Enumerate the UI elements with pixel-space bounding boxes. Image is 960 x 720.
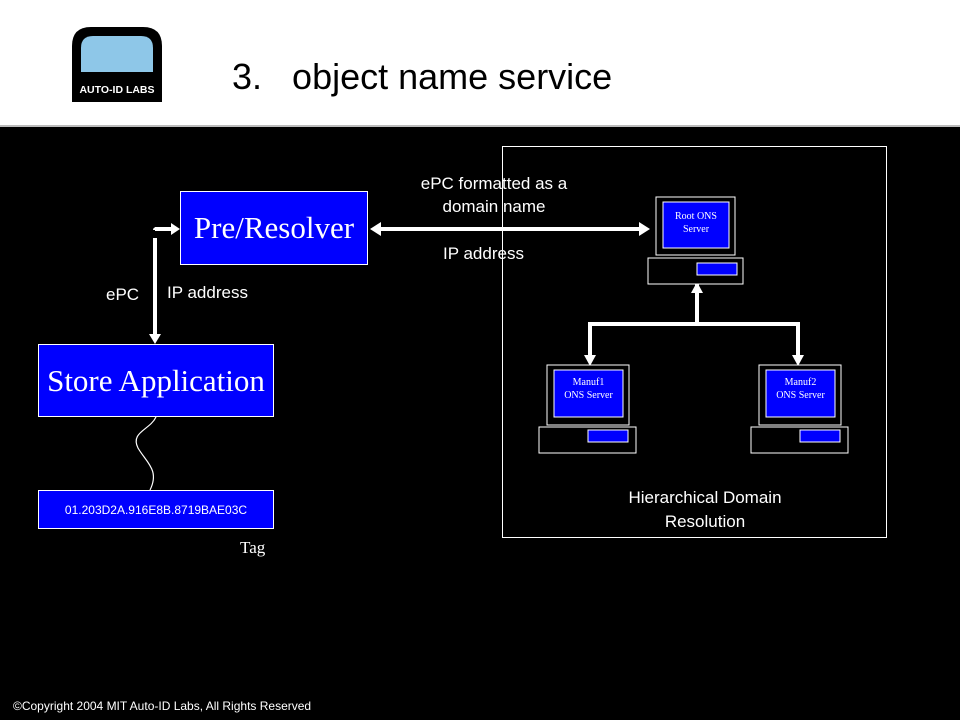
manuf1-label-line1: Manuf1 bbox=[572, 377, 605, 388]
slide-title-text: object name service bbox=[292, 56, 613, 97]
tag-code-box: 01.203D2A.916E8B.8719BAE03C bbox=[38, 490, 274, 529]
arrowhead-to-root bbox=[691, 282, 703, 293]
arrowhead-to-pre-resolver bbox=[171, 223, 180, 235]
epc-label: ePC bbox=[106, 285, 140, 304]
manuf1-label: Manuf1 ONS Server bbox=[554, 376, 623, 402]
root-ons-label: Root ONS Server bbox=[663, 210, 729, 236]
query-label: ePC formatted as a domain name bbox=[392, 172, 596, 218]
ip-address-reply-label: IP address bbox=[443, 244, 524, 263]
tag-label: Tag bbox=[240, 538, 266, 557]
arrowhead-to-manuf2 bbox=[792, 355, 804, 366]
query-label-line2: domain name bbox=[442, 197, 546, 216]
manuf2-label: Manuf2 ONS Server bbox=[766, 376, 835, 402]
manuf1-computer bbox=[538, 364, 637, 454]
manuf2-label-line2: ONS Server bbox=[776, 390, 825, 401]
slide-title: 3. object name service bbox=[232, 52, 612, 102]
slide-number: 3. bbox=[232, 56, 263, 97]
logo-text: AUTO-ID LABS bbox=[79, 84, 154, 96]
arrowhead-to-resolver bbox=[370, 222, 381, 236]
auto-id-labs-logo: AUTO-ID LABS bbox=[72, 27, 162, 102]
manuf2-computer bbox=[750, 364, 849, 454]
arrowhead-to-store-app bbox=[149, 334, 161, 344]
header-divider bbox=[0, 125, 960, 127]
tag-wire bbox=[135, 416, 157, 491]
root-ons-label-line1: Root ONS bbox=[675, 211, 717, 222]
copyright-footer: ©Copyright 2004 MIT Auto-ID Labs, All Ri… bbox=[13, 699, 312, 713]
store-application-box: Store Application bbox=[38, 344, 274, 417]
manuf1-label-line2: ONS Server bbox=[564, 390, 613, 401]
arrowhead-to-manuf1 bbox=[584, 355, 596, 366]
pre-resolver-box: Pre/Resolver bbox=[180, 191, 368, 265]
hierarchy-caption: Hierarchical Domain Resolution bbox=[585, 486, 825, 534]
ons-hierarchy-region bbox=[502, 146, 887, 538]
hierarchy-caption-line1: Hierarchical Domain bbox=[628, 488, 782, 507]
ip-address-left-label: IP address bbox=[167, 283, 248, 302]
root-ons-computer bbox=[647, 196, 744, 285]
manuf2-label-line1: Manuf2 bbox=[784, 377, 817, 388]
query-label-line1: ePC formatted as a bbox=[420, 174, 568, 193]
root-ons-label-line2: Server bbox=[682, 224, 710, 235]
arrowhead-to-root-ons bbox=[639, 222, 650, 236]
hierarchy-caption-line2: Resolution bbox=[664, 512, 746, 531]
